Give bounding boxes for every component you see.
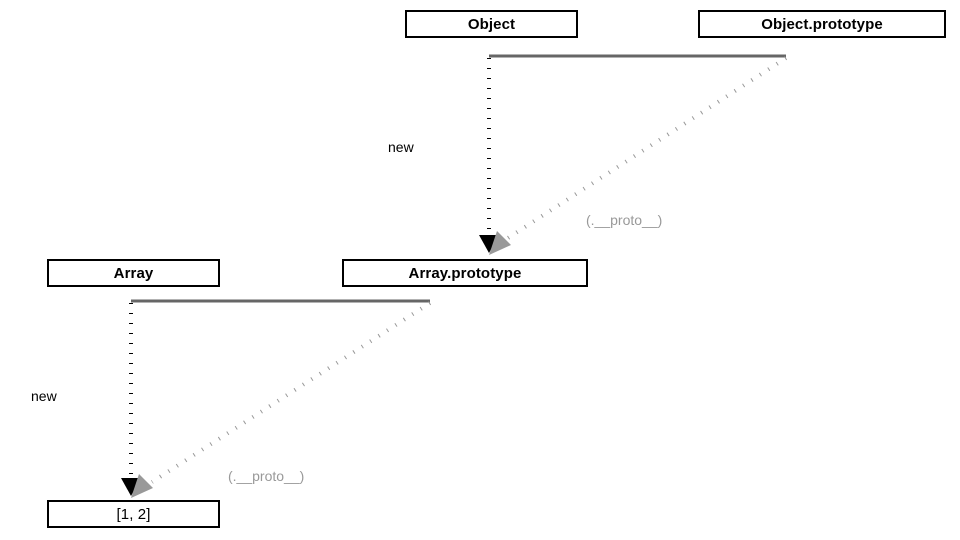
node-array-label: Array [113,264,154,282]
node-array-prototype[interactable]: Array.prototype [342,259,588,287]
proto-edge-array-prototype [150,301,432,484]
node-array-instance[interactable]: [1, 2] [47,500,220,528]
edge-label-new-array: new [31,388,57,404]
node-array-prototype-label: Array.prototype [408,264,522,282]
new-arrowhead-object [479,235,499,253]
node-object-label: Object [467,15,516,33]
node-array[interactable]: Array [47,259,220,287]
edge-label-proto-array: (.__proto__) [228,468,305,484]
proto-arrowhead-array-prototype [131,474,153,498]
node-object-prototype-label: Object.prototype [761,15,883,33]
node-object-prototype[interactable]: Object.prototype [698,10,946,38]
edge-label-new-object: new [388,139,414,155]
proto-arrowhead-object-prototype [489,231,511,255]
node-object[interactable]: Object [405,10,578,38]
node-array-instance-label: [1, 2] [116,505,151,523]
proto-edge-object-prototype [506,56,788,240]
new-arrowhead-array [121,478,141,496]
edge-label-proto-object: (.__proto__) [586,212,663,228]
